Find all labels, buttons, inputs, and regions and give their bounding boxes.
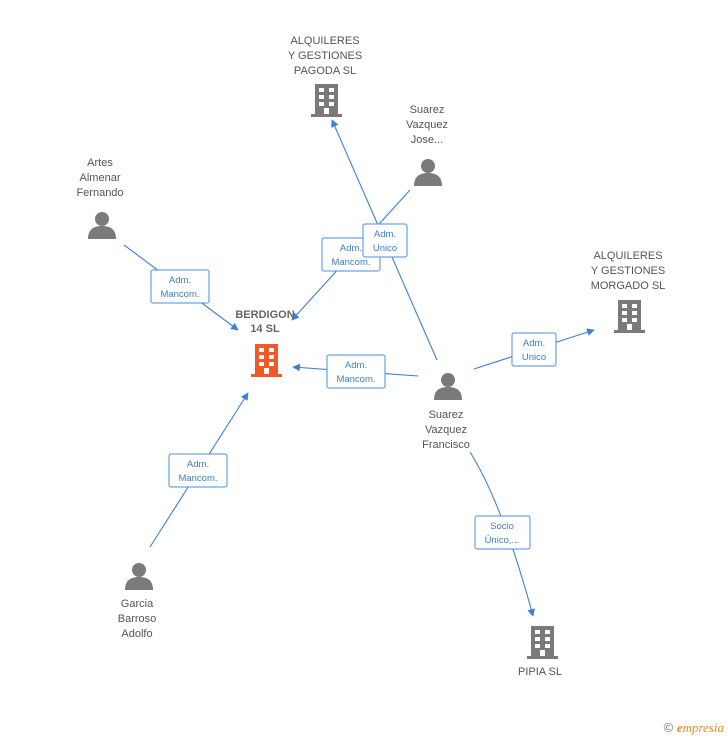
- node-label-line: ALQUILERES: [290, 35, 359, 47]
- person-icon: [434, 373, 462, 400]
- edge-label-jose-berdigon[interactable]: Adm. Unico: [362, 223, 408, 258]
- person-icon: [125, 563, 153, 590]
- node-suarez-jose[interactable]: Suarez Vazquez Jose...: [406, 104, 448, 186]
- edge-label-line: Adm.: [169, 275, 191, 286]
- node-label-line: PAGODA SL: [294, 65, 356, 77]
- node-label-line: Barroso: [118, 613, 157, 625]
- node-suarez-francisco[interactable]: Suarez Vazquez Francisco: [422, 373, 470, 451]
- building-icon: [527, 626, 558, 659]
- node-label-line: Vazquez: [425, 424, 467, 436]
- edge-label-line: Único,...: [485, 535, 520, 546]
- person-icon: [414, 159, 442, 186]
- brand-logo-text: mpresia: [682, 720, 724, 735]
- copyright-icon: ©: [663, 720, 674, 735]
- node-label-line: Artes: [87, 157, 113, 169]
- node-label-line: ALQUILERES: [593, 250, 662, 262]
- node-morgado[interactable]: ALQUILERES Y GESTIONES MORGADO SL: [591, 250, 666, 333]
- node-label-line: Y GESTIONES: [591, 265, 665, 277]
- edge-label-line: Mancom.: [331, 257, 370, 268]
- node-pagoda[interactable]: ALQUILERES Y GESTIONES PAGODA SL: [288, 35, 362, 117]
- edge-label-line: Mancom.: [336, 374, 375, 385]
- edge-label-line: Unico: [522, 352, 546, 363]
- node-label-line: Almenar: [80, 172, 121, 184]
- node-pipia[interactable]: PIPIA SL: [518, 626, 562, 678]
- node-label-line: Adolfo: [121, 628, 152, 640]
- node-label-line: Jose...: [411, 134, 443, 146]
- edge-label-line: Adm.: [374, 229, 396, 240]
- node-label-line: Y GESTIONES: [288, 50, 362, 62]
- node-label-line: Vazquez: [406, 119, 448, 131]
- copyright-footer: © empresia: [664, 720, 724, 736]
- edge-label-line: Adm.: [345, 360, 367, 371]
- node-garcia[interactable]: Garcia Barroso Adolfo: [118, 563, 157, 640]
- building-icon: [614, 300, 645, 333]
- node-label-line: MORGADO SL: [591, 280, 666, 292]
- node-label-line: PIPIA SL: [518, 666, 562, 678]
- edge-label-line: Mancom.: [160, 289, 199, 300]
- building-icon: [251, 344, 282, 377]
- edge-label-artes-berdigon[interactable]: Adm. Mancom.: [150, 269, 210, 304]
- node-label-line: Garcia: [121, 598, 154, 610]
- edge-label-line: Mancom.: [178, 473, 217, 484]
- node-label-line: Fernando: [76, 187, 123, 199]
- node-berdigon[interactable]: BERDIGON 14 SL: [235, 309, 295, 377]
- edge-label-line: Adm.: [340, 243, 362, 254]
- edge-label-line: Socio: [490, 521, 514, 532]
- node-label-line: Suarez: [410, 104, 445, 116]
- building-icon: [311, 84, 342, 117]
- edge-label-line: Adm.: [187, 459, 209, 470]
- edge-label-line: Unico: [373, 243, 397, 254]
- node-label-line: 14 SL: [250, 323, 280, 335]
- edge-label-francisco-pipia[interactable]: Socio Único,...: [474, 515, 531, 550]
- node-label-line: Francisco: [422, 439, 470, 451]
- brand-logo-initial: e: [676, 720, 683, 735]
- edge-label-francisco-berdigon[interactable]: Adm. Mancom.: [326, 354, 386, 389]
- node-label-line: BERDIGON: [235, 309, 294, 321]
- node-artes[interactable]: Artes Almenar Fernando: [76, 157, 124, 239]
- person-icon: [88, 212, 116, 239]
- edge-label-garcia-berdigon[interactable]: Adm. Mancom.: [168, 453, 228, 488]
- edge-label-francisco-morgado[interactable]: Adm. Unico: [511, 332, 557, 367]
- node-label-line: Suarez: [429, 409, 464, 421]
- edge-label-line: Adm.: [523, 338, 545, 349]
